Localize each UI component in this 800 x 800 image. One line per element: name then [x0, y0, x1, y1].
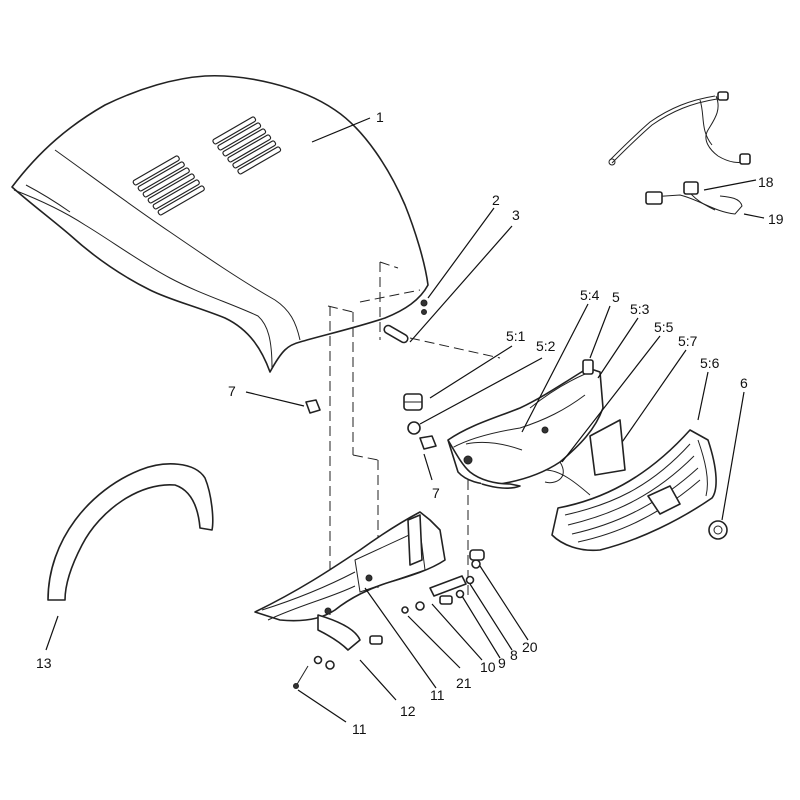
callout-label: 11: [430, 687, 445, 703]
grille-part: [551, 429, 717, 552]
vent-slots-lower: [132, 155, 205, 216]
callout-label: 5:5: [654, 319, 674, 335]
leader-5-6: [697, 371, 709, 421]
reflector-5-5: [589, 419, 626, 476]
leader-21: [407, 615, 461, 669]
leader-11-mid: [364, 587, 437, 689]
callout-label: 9: [498, 655, 506, 671]
callout-label: 8: [510, 647, 518, 663]
callout-label: 13: [36, 655, 52, 671]
leader-20: [479, 565, 529, 641]
leader-7b: [423, 453, 433, 481]
callout-label: 10: [480, 659, 496, 675]
hood-part: [11, 74, 429, 373]
vent-slots-upper: [212, 116, 282, 175]
bulb-socket-5-1: [403, 393, 423, 411]
lens-5-7: [544, 469, 591, 496]
hood-support-bracket: [254, 511, 446, 651]
callout-label: 5:4: [580, 287, 600, 303]
hinge-hardware: [359, 261, 428, 344]
callout-label: 12: [400, 703, 416, 719]
callout-label: 18: [758, 174, 774, 190]
leader-7a: [245, 391, 305, 407]
callout-label: 5:3: [630, 301, 650, 317]
leader-3: [409, 225, 513, 343]
callout-label: 5:2: [536, 338, 556, 354]
callout-label: 6: [740, 375, 748, 391]
leader-11-bottom: [297, 689, 347, 723]
bulb-5-2: [407, 421, 421, 435]
leader-5: [589, 305, 611, 359]
leader-8: [469, 583, 513, 651]
callout-label: 5: [612, 289, 620, 305]
hardware-fasteners: [293, 549, 485, 689]
leader-5-7: [617, 349, 687, 449]
leader-19: [743, 213, 765, 219]
callout-label: 7: [432, 485, 440, 501]
callout-label: 21: [456, 675, 472, 691]
leader-6: [721, 391, 745, 521]
leader-10: [431, 603, 483, 661]
callout-label: 5:1: [506, 328, 526, 344]
leader-2: [427, 207, 495, 299]
cap-part-6: [708, 520, 728, 540]
leader-18: [703, 179, 757, 191]
leader-5-2: [419, 357, 543, 425]
leader-9: [461, 595, 501, 659]
callout-label: 7: [228, 383, 236, 399]
callout-label: 20: [522, 639, 538, 655]
callout-label: 5:6: [700, 355, 720, 371]
clip-7-left: [305, 399, 321, 414]
wiring-harness: [608, 91, 751, 215]
callout-label: 2: [492, 192, 500, 208]
leader-5-3: [597, 317, 639, 379]
callout-label: 19: [768, 211, 784, 227]
leader-12: [359, 659, 397, 701]
leader-1: [311, 117, 371, 143]
leader-13: [45, 615, 59, 651]
callout-label: 5:7: [678, 333, 698, 349]
callout-label: 1: [376, 109, 384, 125]
clip-7-center: [419, 435, 437, 450]
leader-5-5: [561, 335, 661, 463]
callout-label: 11: [352, 721, 367, 737]
fender-trim-part: [47, 463, 214, 601]
leader-5-1: [429, 345, 513, 399]
leader-5-4: [521, 303, 589, 433]
callout-label: 3: [512, 207, 520, 223]
